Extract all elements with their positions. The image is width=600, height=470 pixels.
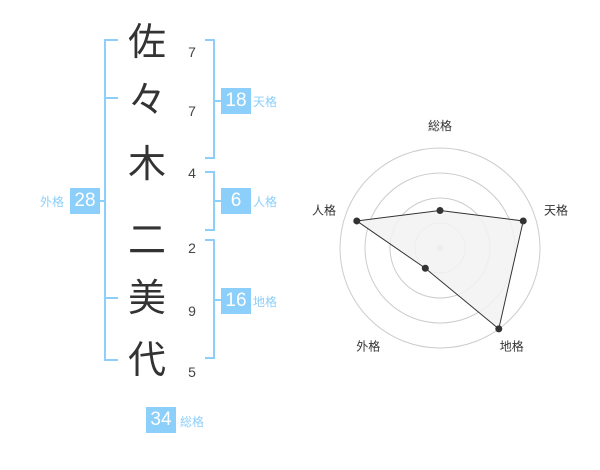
stroke-count-6: 5	[188, 364, 196, 380]
radar-axis-label-2: 天格	[544, 202, 568, 217]
tenkaku-value: 18	[221, 88, 251, 114]
stroke-count-1: 7	[188, 44, 196, 60]
name-char-1: 佐	[127, 20, 166, 64]
radar-axis-label-1: 総格	[428, 118, 452, 133]
stroke-count-3: 4	[188, 165, 196, 181]
radar-point-2	[519, 217, 527, 225]
stroke-count-2: 7	[188, 103, 196, 119]
name-char-4: 二	[127, 218, 166, 262]
radar-axis-label-4: 外格	[356, 339, 380, 354]
gaikaku-value: 28	[70, 188, 100, 214]
jinkaku-label: 人格	[253, 195, 278, 209]
radar-point-3	[495, 325, 503, 333]
jinkaku-value: 6	[221, 188, 251, 214]
name-char-2: 々	[127, 78, 166, 122]
soukaku-label: 総格	[180, 415, 205, 429]
chikaku-label: 地格	[253, 295, 278, 309]
soukaku-value: 34	[146, 407, 176, 433]
radar-axis-label-5: 人格	[312, 202, 336, 217]
radar-ring-4	[339, 147, 541, 349]
name-char-5: 美	[127, 276, 166, 320]
chikaku-value: 16	[221, 288, 251, 314]
name-char-6: 代	[127, 338, 166, 382]
gaikaku-label: 外格	[40, 195, 65, 209]
radar-point-5	[353, 217, 361, 225]
radar-polygon	[355, 209, 524, 330]
name-char-3: 木	[127, 142, 166, 186]
tenkaku-label: 天格	[253, 95, 278, 109]
stroke-count-4: 2	[188, 240, 196, 256]
radar-point-1	[436, 207, 444, 214]
radar-point-4	[421, 264, 429, 272]
radar-axis-label-3: 地格	[500, 339, 524, 354]
stroke-count-5: 9	[188, 303, 196, 319]
